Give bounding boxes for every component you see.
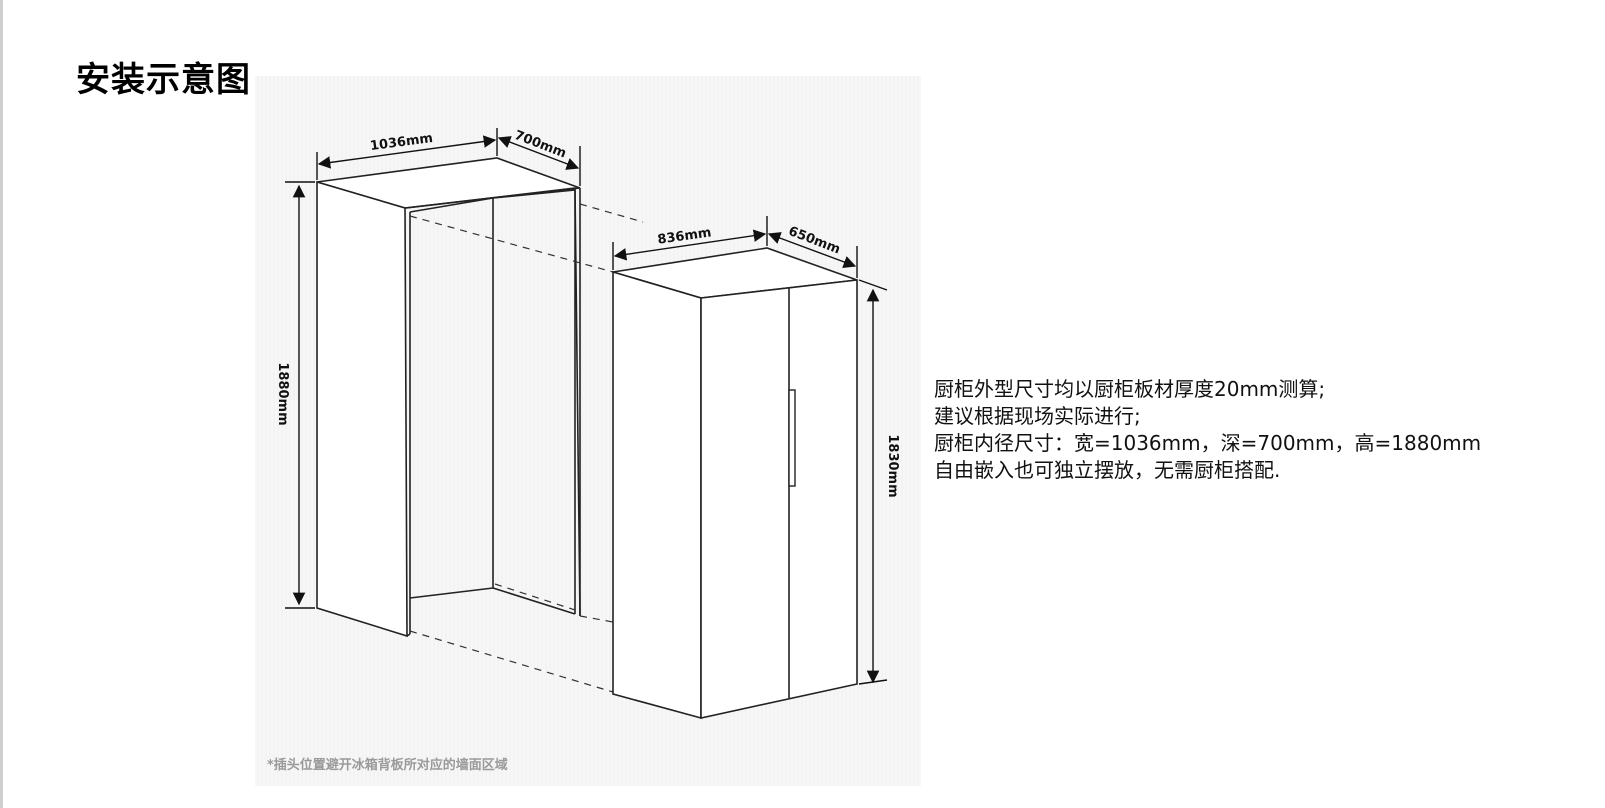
cabinet-outline	[316, 157, 581, 638]
fridge-height-label: 1830mm	[885, 434, 900, 497]
cabinet-height-label: 1880mm	[275, 362, 290, 425]
diagram-canvas: 1036mm 700mm 1880mm 836mm 650mm 1830mm *…	[267, 128, 900, 773]
dimension-lines	[285, 128, 888, 685]
installation-diagram: 1036mm 700mm 1880mm 836mm 650mm 1830mm *…	[255, 76, 921, 786]
fridge-depth-label: 650mm	[786, 224, 842, 257]
note-line: 建议根据现场实际进行;	[934, 404, 1141, 428]
note-line: 厨柜内径尺寸：宽=1036mm，深=700mm，高=1880mm	[934, 431, 1482, 455]
diagram-footnote: *插头位置避开冰箱背板所对应的墙面区域	[267, 757, 508, 773]
cabinet-width-label: 1036mm	[369, 131, 434, 154]
fridge-outline	[612, 247, 858, 720]
installation-notes: 厨柜外型尺寸均以厨柜板材厚度20mm测算; 建议根据现场实际进行; 厨柜内径尺寸…	[934, 376, 1481, 484]
left-edge-bar	[0, 0, 3, 808]
fridge-width-label: 836mm	[657, 225, 713, 247]
note-line: 厨柜外型尺寸均以厨柜板材厚度20mm测算;	[934, 377, 1326, 401]
page-title: 安装示意图	[76, 60, 251, 100]
fridge-handle	[788, 389, 796, 487]
note-line: 自由嵌入也可独立摆放，无需厨柜搭配.	[934, 458, 1281, 482]
projection-lines	[409, 203, 644, 693]
cabinet-depth-label: 700mm	[512, 128, 568, 161]
